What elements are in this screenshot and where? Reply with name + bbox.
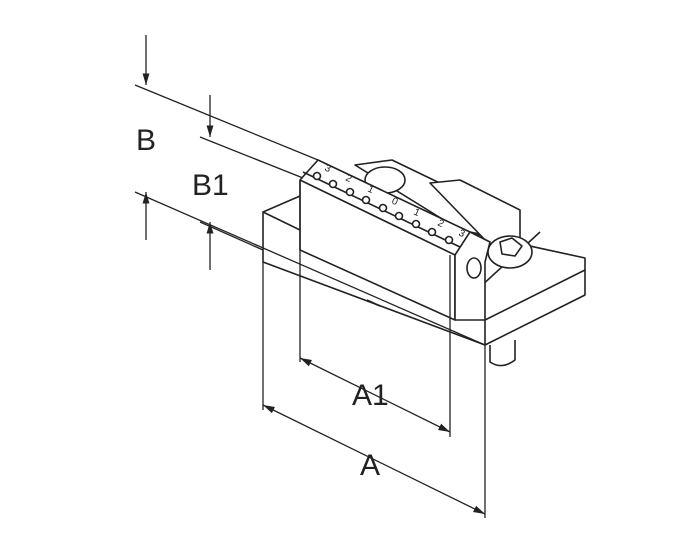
- ruler-scale: 3 2 1 0 1 2 3: [323, 163, 467, 241]
- dimension-label-a: A: [360, 449, 380, 482]
- ruler-number: 2: [436, 218, 446, 231]
- ruler-number: 2: [344, 173, 354, 186]
- dimension-label-a1: A1: [352, 379, 389, 412]
- dimension-b: [134, 35, 486, 346]
- ruler-number: 3: [457, 228, 467, 241]
- dimension-a: [262, 180, 486, 518]
- ruler-number: 1: [366, 184, 376, 197]
- ruler-number: 1: [412, 207, 422, 220]
- dimension-label-b1: B1: [192, 169, 229, 202]
- clamp-parts: [354, 159, 533, 269]
- jaw-notches: [312, 171, 454, 245]
- dimension-label-b: B: [136, 124, 156, 157]
- ruler-number: 0: [390, 196, 400, 209]
- ruler-number: 3: [323, 163, 333, 176]
- jaw: [299, 159, 491, 321]
